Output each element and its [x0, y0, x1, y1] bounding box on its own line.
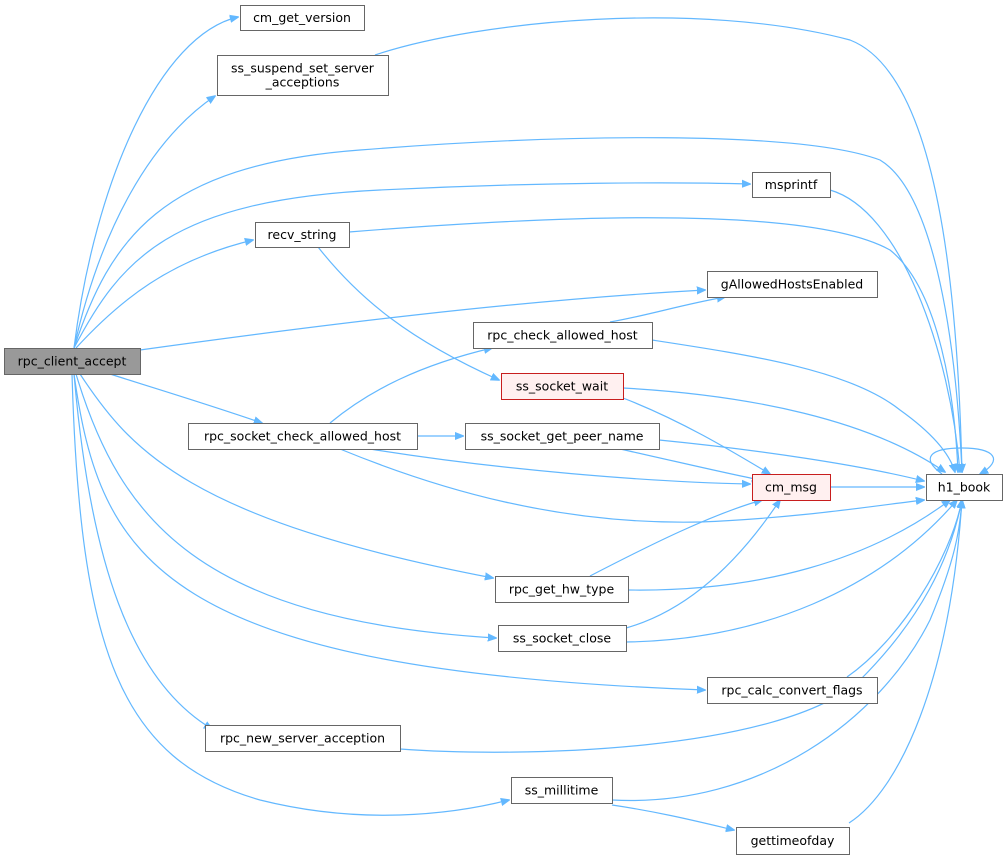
node-label: rpc_calc_convert_flags [721, 683, 862, 698]
edge-rpc_client_accept-to-h1_book [73, 137, 962, 472]
node-label: gettimeofday [751, 833, 835, 848]
node-box[interactable] [188, 423, 418, 450]
edge-ss_socket_wait-to-cm_msg [622, 397, 770, 474]
node-box[interactable] [498, 625, 627, 652]
edge-rpc_check_allowed_host-to-gAllowedHostsEnabled [609, 297, 725, 323]
nodes-layer: rpc_client_accept cm_get_version ss_suspen… [4, 5, 1003, 855]
edge-rpc_client_accept-to-rpc_new_server_acception [73, 373, 212, 729]
edge-rpc_get_hw_type-to-h1_book [627, 500, 950, 591]
edge-rpc_client_accept-to-rpc_calc_convert_flags [73, 373, 705, 690]
node-gettimeofday[interactable]: gettimeofday [736, 827, 850, 855]
node-cm_get_version[interactable]: cm_get_version [240, 5, 365, 31]
edge-rpc_client_accept-to-rpc_get_hw_type [79, 373, 493, 578]
edge-rpc_client_accept-to-msprintf [73, 183, 750, 349]
node-rpc_new_server_acception[interactable]: rpc_new_server_acception [205, 725, 401, 752]
edge-rpc_client_accept-to-rpc_socket_check_allowed_host [109, 373, 262, 423]
node-ss_socket_wait[interactable]: ss_socket_wait [501, 373, 624, 400]
node-label: rpc_socket_check_allowed_host [204, 429, 401, 444]
node-label: cm_get_version [253, 10, 351, 25]
edge-recv_string-to-h1_book [348, 217, 958, 472]
node-ss_socket_get_peer_name[interactable]: ss_socket_get_peer_name [465, 423, 660, 450]
node-box[interactable] [511, 777, 613, 804]
node-label: ss_socket_close [513, 631, 611, 646]
edge-rpc_client_accept-to-ss_socket_close [75, 373, 496, 638]
edges-layer [71, 17, 994, 830]
node-label: cm_msg [765, 480, 817, 495]
node-rpc_client_accept[interactable]: rpc_client_accept [4, 348, 141, 375]
edge-rpc_client_accept-to-cm_get_version [73, 17, 238, 349]
edge-msprintf-to-h1_book [829, 189, 960, 472]
edge-ss_suspend_set_server_acceptions-to-h1_book [374, 17, 962, 472]
edge-rpc_socket_check_allowed_host-to-h1_book [339, 448, 924, 523]
edge-ss_socket_wait-to-h1_book [622, 387, 945, 472]
edge-rpc_client_accept-to-recv_string [75, 240, 253, 349]
edge-rpc_calc_convert_flags-to-h1_book [846, 500, 962, 678]
edge-ss_socket_get_peer_name-to-cm_msg [619, 448, 760, 480]
node-label: _acceptions [265, 75, 340, 90]
node-box[interactable] [707, 677, 878, 704]
node-label: recv_string [268, 227, 337, 242]
node-box[interactable] [4, 348, 141, 375]
edge-gettimeofday-to-h1_book [848, 500, 962, 824]
edge-rpc_socket_check_allowed_host-to-cm_msg [369, 448, 750, 484]
node-label: h1_book [938, 480, 991, 495]
node-label: gAllowedHostsEnabled [721, 277, 863, 292]
node-label: msprintf [765, 177, 818, 192]
edge-rpc_socket_check_allowed_host-to-rpc_check_allowed_host [329, 348, 492, 424]
node-rpc_check_allowed_host[interactable]: rpc_check_allowed_host [473, 322, 653, 349]
node-box[interactable] [473, 322, 653, 349]
node-box[interactable] [495, 576, 629, 603]
node-label: ss_millitime [525, 783, 599, 798]
node-box[interactable] [205, 725, 401, 752]
node-box[interactable] [926, 474, 1003, 501]
node-label: rpc_get_hw_type [509, 582, 615, 597]
node-rpc_socket_check_allowed_host[interactable]: rpc_socket_check_allowed_host [188, 423, 418, 450]
node-gAllowedHostsEnabled[interactable]: gAllowedHostsEnabled [707, 271, 878, 298]
edge-ss_millitime-to-gettimeofday [611, 804, 734, 830]
edge-rpc_new_server_acception-to-h1_book [399, 500, 962, 753]
node-label: rpc_check_allowed_host [487, 328, 637, 343]
edge-ss_socket_close-to-h1_book [625, 500, 957, 643]
edge-recv_string-to-ss_socket_wait [317, 246, 499, 380]
node-box[interactable] [752, 172, 831, 198]
edge-ss_millitime-to-h1_book [611, 500, 962, 802]
node-box[interactable] [752, 474, 831, 501]
node-h1_book[interactable]: h1_book [926, 474, 1003, 501]
node-box[interactable] [707, 271, 878, 298]
edge-ss_socket_get_peer_name-to-h1_book [658, 439, 924, 481]
node-box[interactable] [736, 827, 850, 855]
node-label: ss_socket_wait [516, 379, 608, 394]
edge-rpc_client_accept-to-ss_millitime [71, 373, 509, 816]
edge-ss_socket_close-to-cm_msg [625, 500, 780, 629]
node-ss_millitime[interactable]: ss_millitime [511, 777, 613, 804]
node-rpc_calc_convert_flags[interactable]: rpc_calc_convert_flags [707, 677, 878, 704]
node-rpc_get_hw_type[interactable]: rpc_get_hw_type [495, 576, 629, 603]
edge-rpc_client_accept-to-gAllowedHostsEnabled [139, 290, 705, 351]
node-box[interactable] [255, 222, 350, 248]
edge-h1_book-to-h1_book [929, 447, 994, 474]
node-label: ss_socket_get_peer_name [481, 429, 644, 444]
edge-rpc_check_allowed_host-to-h1_book [651, 339, 955, 472]
node-recv_string[interactable]: recv_string [255, 222, 350, 248]
node-label: rpc_new_server_acception [220, 731, 385, 746]
node-ss_socket_close[interactable]: ss_socket_close [498, 625, 627, 652]
edge-rpc_get_hw_type-to-cm_msg [589, 500, 762, 577]
node-box[interactable] [501, 373, 624, 400]
node-box[interactable] [240, 5, 365, 31]
node-box[interactable] [465, 423, 660, 450]
node-ss_suspend_set_server_acceptions[interactable]: ss_suspend_set_server_acceptions [217, 55, 389, 96]
node-cm_msg[interactable]: cm_msg [752, 474, 831, 501]
edge-rpc_client_accept-to-ss_suspend_set_server_acceptions [73, 96, 215, 349]
node-box[interactable] [217, 55, 389, 96]
node-label: rpc_client_accept [18, 354, 127, 369]
node-msprintf[interactable]: msprintf [752, 172, 831, 198]
node-label: ss_suspend_set_server [231, 61, 375, 76]
